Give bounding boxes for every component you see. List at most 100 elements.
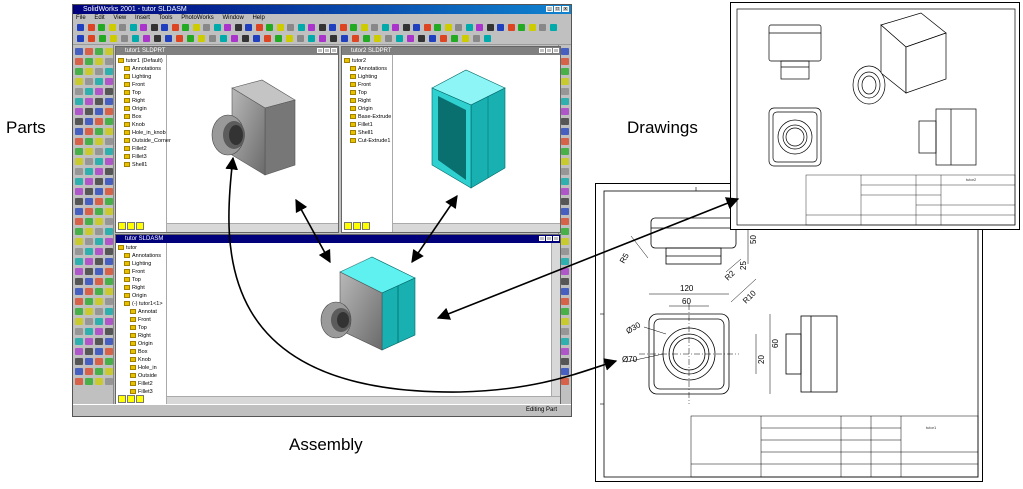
toolbar-button[interactable] [440,35,447,42]
toolbar-button[interactable] [507,24,515,31]
side-toolbar-button[interactable] [561,368,569,375]
menu-file[interactable]: File [76,15,86,21]
tree-item[interactable]: Outside [130,372,157,380]
side-toolbar-button[interactable] [85,138,93,145]
side-toolbar-button[interactable] [95,378,103,385]
side-toolbar-button[interactable] [75,248,83,255]
toolbar-button[interactable] [371,24,378,31]
side-toolbar-button[interactable] [105,58,113,65]
toolbar-button[interactable] [234,24,242,31]
side-toolbar-button[interactable] [561,68,569,75]
side-toolbar-button[interactable] [85,348,93,355]
side-toolbar-button[interactable] [105,68,113,75]
tree-item[interactable]: Base-Extrude [350,113,391,121]
toolbar-button[interactable] [352,35,359,42]
side-toolbar-button[interactable] [85,278,93,285]
side-toolbar-button[interactable] [105,348,113,355]
toolbar-button[interactable] [119,24,126,31]
side-toolbar-button[interactable] [85,318,93,325]
side-toolbar-button[interactable] [561,378,569,385]
toolbar-button[interactable] [224,24,231,31]
side-toolbar-button[interactable] [95,48,103,55]
side-toolbar-button[interactable] [75,208,83,215]
part1-max-button[interactable] [324,48,330,53]
side-toolbar-button[interactable] [95,88,103,95]
toolbar-button[interactable] [462,35,469,42]
side-toolbar-button[interactable] [95,138,103,145]
side-toolbar-button[interactable] [561,108,569,115]
side-toolbar-button[interactable] [75,168,83,175]
side-toolbar-button[interactable] [105,178,113,185]
toolbar-button[interactable] [392,24,399,31]
tree-item[interactable]: Box [124,113,141,121]
toolbar-button[interactable] [407,35,414,42]
toolbar-button[interactable] [497,24,504,31]
toolbar-button[interactable] [165,35,172,42]
side-toolbar-button[interactable] [561,138,569,145]
toolbar-button[interactable] [121,35,128,42]
tree-item[interactable]: Front [350,81,371,89]
side-toolbar-button[interactable] [95,68,103,75]
side-toolbar-button[interactable] [75,58,83,65]
side-toolbar-button[interactable] [75,198,83,205]
tree-item[interactable]: Origin [130,340,153,348]
toolbar-button[interactable] [385,35,392,42]
side-toolbar-button[interactable] [95,168,103,175]
side-toolbar-button[interactable] [95,338,103,345]
tree-item[interactable]: Front [124,268,145,276]
tree-item[interactable]: Top [350,89,367,97]
side-toolbar-button[interactable] [85,358,93,365]
toolbar-button[interactable] [140,24,147,31]
side-toolbar-button[interactable] [85,88,93,95]
side-toolbar-button[interactable] [85,118,93,125]
side-toolbar-button[interactable] [75,278,83,285]
tree-item[interactable]: Hole_in_knob [124,129,166,137]
side-toolbar-button[interactable] [85,228,93,235]
side-toolbar-button[interactable] [75,108,83,115]
side-toolbar-button[interactable] [95,248,103,255]
side-toolbar-button[interactable] [75,288,83,295]
tree-item[interactable]: Right [124,284,145,292]
toolbar-button[interactable] [444,24,452,31]
side-toolbar-button[interactable] [85,108,93,115]
toolbar-button[interactable] [287,24,294,31]
tree-item[interactable]: Origin [124,292,147,300]
side-toolbar-button[interactable] [105,188,113,195]
toolbar-button[interactable] [297,35,304,42]
toolbar-button[interactable] [308,35,315,42]
menu-window[interactable]: Window [222,15,244,21]
tree-item[interactable]: Origin [124,105,147,113]
side-toolbar-button[interactable] [105,248,113,255]
side-toolbar-button[interactable] [75,368,83,375]
side-toolbar-button[interactable] [105,228,113,235]
side-toolbar-button[interactable] [75,348,83,355]
side-toolbar-button[interactable] [95,348,103,355]
tree-item[interactable]: Origin [350,105,373,113]
tree-item[interactable]: Top [124,276,141,284]
side-toolbar-button[interactable] [105,98,113,105]
side-toolbar-button[interactable] [75,338,83,345]
property-manager-tab[interactable] [127,222,135,230]
tree-item[interactable]: Top [130,324,147,332]
side-toolbar-button[interactable] [105,338,113,345]
side-toolbar-button[interactable] [95,178,103,185]
side-toolbar-button[interactable] [561,48,569,55]
side-toolbar-button[interactable] [105,148,113,155]
side-toolbar-button[interactable] [95,208,103,215]
side-toolbar-button[interactable] [95,368,103,375]
toolbar-button[interactable] [402,24,410,31]
toolbar-button[interactable] [486,24,494,31]
side-toolbar-button[interactable] [561,118,569,125]
side-toolbar-button[interactable] [95,128,103,135]
side-toolbar-button[interactable] [95,258,103,265]
side-toolbar-button[interactable] [85,178,93,185]
side-toolbar-button[interactable] [105,368,113,375]
toolbar-button[interactable] [161,24,168,31]
side-toolbar-button[interactable] [75,308,83,315]
side-toolbar-button[interactable] [95,98,103,105]
toolbar-button[interactable] [108,24,116,31]
side-toolbar-button[interactable] [75,188,83,195]
toolbar-button[interactable] [77,24,84,31]
toolbar-button[interactable] [318,24,326,31]
toolbar-button[interactable] [176,35,183,42]
